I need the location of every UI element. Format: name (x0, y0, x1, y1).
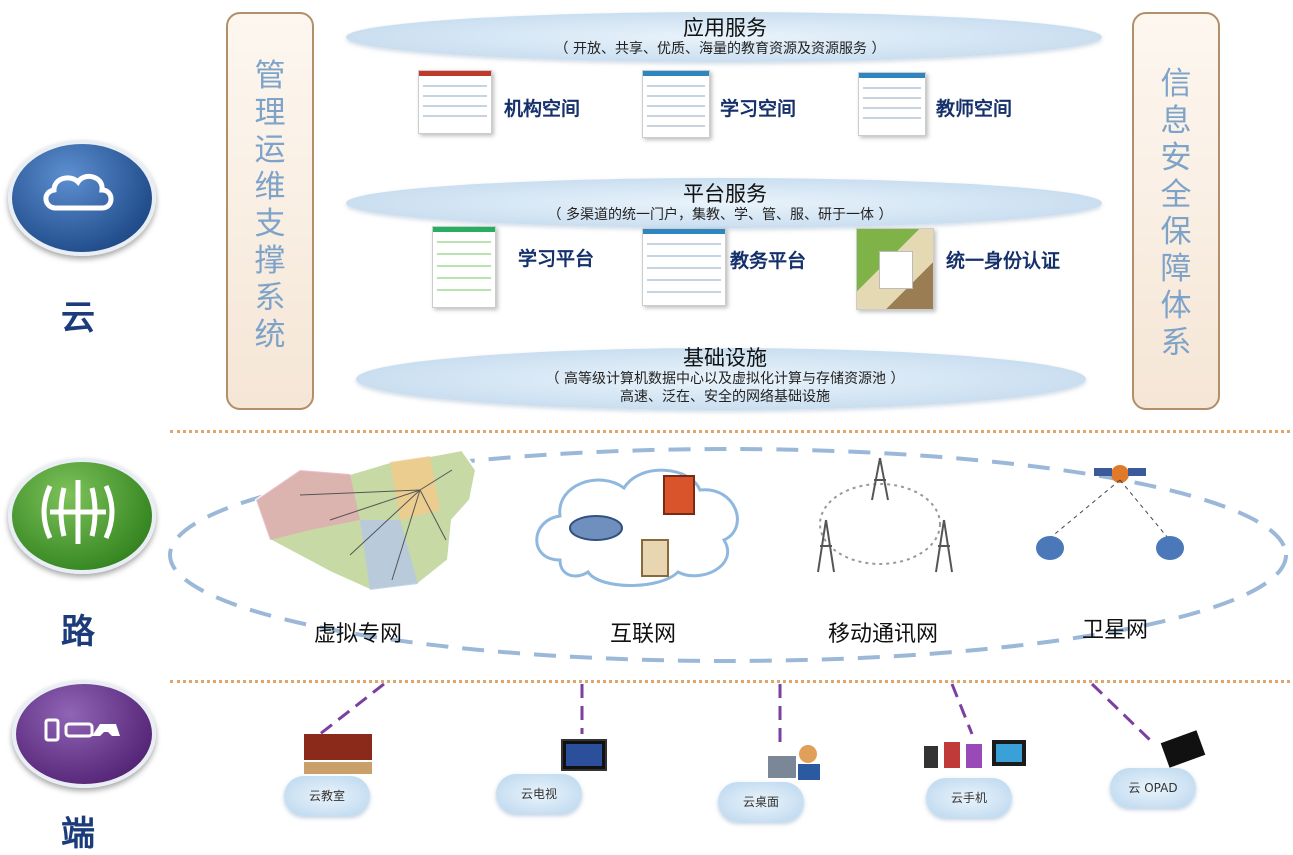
cloud-desktop-bubble: 云桌面 (718, 782, 804, 822)
infrastructure-line2: 高速、泛在、安全的网络基础设施 (620, 389, 830, 405)
internet-label: 互联网 (610, 622, 677, 647)
platform-services-title: 平台服务 (683, 182, 767, 206)
classroom-icon (304, 734, 372, 760)
learning-space-thumbnail (642, 70, 710, 138)
learning-platform-label: 学习平台 (518, 248, 595, 270)
road-layer-label: 路 (61, 612, 95, 652)
org-space-label: 机构空间 (504, 98, 581, 120)
end-layer-icon (12, 680, 156, 788)
teacher-space-thumbnail (858, 72, 926, 136)
infrastructure-cloud (356, 348, 1086, 410)
identity-auth-label: 统一身份认证 (946, 250, 1061, 272)
org-space-thumbnail (418, 70, 492, 134)
management-support-panel: 管理运维支撑系统 (226, 12, 314, 410)
learning-platform-thumbnail (432, 226, 496, 308)
platform-services-cloud (346, 178, 1102, 228)
tablet-icon (1160, 730, 1206, 768)
mobile-towers-icon (817, 457, 953, 573)
cloud-tv-bubble: 云电视 (496, 774, 582, 814)
security-text: 信息安全保障体系 (1160, 66, 1192, 361)
cloud-layer-icon (8, 140, 156, 256)
desktop-icon (768, 756, 796, 778)
endpoint-connectors (319, 682, 1152, 744)
security-panel: 信息安全保障体系 (1132, 12, 1220, 410)
vpn-label: 虚拟专网 (314, 622, 403, 647)
infrastructure-line1: （ 高等级计算机数据中心以及虚拟化计算与存储资源池 ） (545, 371, 905, 387)
infrastructure-title: 基础设施 (683, 346, 767, 370)
china-map-icon (254, 448, 478, 592)
satellite-icon (1036, 465, 1184, 560)
app-services-cloud (346, 12, 1102, 62)
teacher-space-label: 教师空间 (936, 98, 1013, 120)
app-services-subtitle: （ 开放、共享、优质、海量的教育资源及资源服务 ） (554, 41, 886, 57)
phones-icon (924, 740, 1026, 768)
network-dashed-ring (168, 447, 1288, 663)
cloud-phone-bubble: 云手机 (926, 778, 1012, 818)
learning-space-label: 学习空间 (720, 98, 797, 120)
academic-platform-label: 教务平台 (730, 250, 807, 272)
divider-road-end (170, 680, 1290, 683)
divider-cloud-road (170, 430, 1290, 433)
end-layer-label: 端 (61, 814, 95, 854)
cloud-layer-label: 云 (61, 298, 95, 338)
academic-platform-thumbnail (642, 228, 726, 306)
mobile-network-label: 移动通讯网 (828, 622, 939, 647)
internet-cloud-icon (535, 468, 739, 587)
app-services-title: 应用服务 (683, 16, 767, 40)
identity-auth-thumbnail (856, 228, 934, 310)
platform-services-subtitle: （ 多渠道的统一门户，集教、学、管、服、研于一体 ） (547, 207, 893, 223)
cloud-opad-bubble: 云 OPAD (1110, 768, 1196, 808)
management-support-text: 管理运维支撑系统 (254, 58, 286, 353)
cloud-classroom-bubble: 云教室 (284, 776, 370, 816)
road-layer-icon (8, 458, 156, 574)
satellite-network-label: 卫星网 (1082, 618, 1149, 643)
